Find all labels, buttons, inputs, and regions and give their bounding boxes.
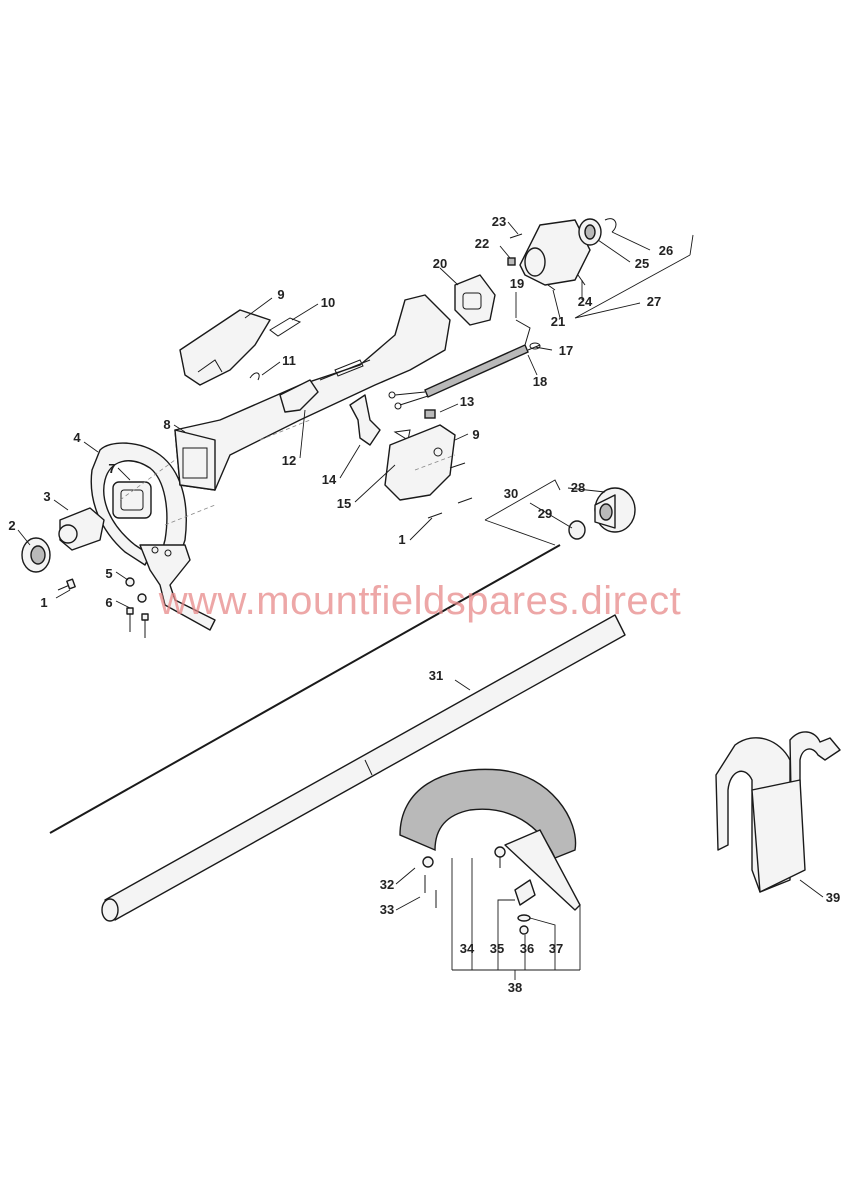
lever-spring bbox=[249, 317, 302, 381]
callout-3: 3 bbox=[43, 489, 50, 504]
callout-13: 13 bbox=[460, 394, 474, 409]
trigger bbox=[349, 394, 381, 446]
callout-1: 1 bbox=[40, 595, 47, 610]
callout-39: 39 bbox=[826, 890, 840, 905]
callout-21: 21 bbox=[551, 314, 565, 329]
bearing-housing bbox=[568, 487, 636, 540]
callout-5: 5 bbox=[105, 566, 112, 581]
callout-4: 4 bbox=[73, 430, 81, 445]
clutch-housing bbox=[507, 218, 617, 291]
callout-28: 28 bbox=[571, 480, 585, 495]
small-screws bbox=[57, 577, 149, 638]
clamp-insert bbox=[112, 481, 152, 519]
callout-18: 18 bbox=[533, 374, 547, 389]
callout-25: 25 bbox=[635, 256, 649, 271]
callout-9b: 9 bbox=[472, 427, 479, 442]
callout-1b: 1 bbox=[398, 532, 405, 547]
callout-9: 9 bbox=[277, 287, 284, 302]
callout-17: 17 bbox=[559, 343, 573, 358]
callout-19: 19 bbox=[510, 276, 524, 291]
callout-32: 32 bbox=[380, 877, 394, 892]
callout-20: 20 bbox=[433, 256, 447, 271]
leader-lines bbox=[17, 221, 824, 980]
callout-23: 23 bbox=[492, 214, 506, 229]
housing-screws bbox=[427, 462, 473, 519]
callout-33: 33 bbox=[380, 902, 394, 917]
callout-8: 8 bbox=[163, 417, 170, 432]
callout-10: 10 bbox=[321, 295, 335, 310]
callout-27: 27 bbox=[647, 294, 661, 309]
callout-12: 12 bbox=[282, 453, 296, 468]
cover-20 bbox=[454, 274, 496, 326]
callout-11: 11 bbox=[282, 353, 296, 368]
callout-38: 38 bbox=[508, 980, 522, 995]
drive-shaft bbox=[49, 544, 626, 922]
knob bbox=[58, 507, 105, 551]
callout-36: 36 bbox=[520, 941, 534, 956]
upper-cover bbox=[179, 309, 271, 386]
loop-handle bbox=[90, 442, 216, 631]
parts-drawing bbox=[17, 218, 841, 980]
callout-15: 15 bbox=[337, 496, 351, 511]
callout-26: 26 bbox=[659, 243, 673, 258]
callout-30: 30 bbox=[504, 486, 518, 501]
callout-24: 24 bbox=[578, 294, 593, 309]
callout-35: 35 bbox=[490, 941, 504, 956]
callout-6: 6 bbox=[105, 595, 112, 610]
clamp bbox=[279, 379, 319, 413]
grass-guard bbox=[399, 768, 581, 935]
callout-2: 2 bbox=[8, 518, 15, 533]
cable-harness bbox=[388, 319, 541, 410]
callout-37: 37 bbox=[549, 941, 563, 956]
callout-31: 31 bbox=[429, 668, 443, 683]
callout-29: 29 bbox=[538, 506, 552, 521]
callout-7: 7 bbox=[108, 461, 115, 476]
watermark: www.mountfieldspares.direct bbox=[158, 579, 682, 623]
callout-labels: 1 1 2 3 4 5 6 7 8 9 9 10 11 12 13 14 15 … bbox=[8, 214, 840, 995]
shoulder-harness bbox=[715, 731, 841, 893]
lower-cover bbox=[384, 424, 456, 501]
collar bbox=[21, 537, 51, 573]
callout-22: 22 bbox=[475, 236, 489, 251]
callout-14: 14 bbox=[322, 472, 337, 487]
callout-34: 34 bbox=[460, 941, 475, 956]
